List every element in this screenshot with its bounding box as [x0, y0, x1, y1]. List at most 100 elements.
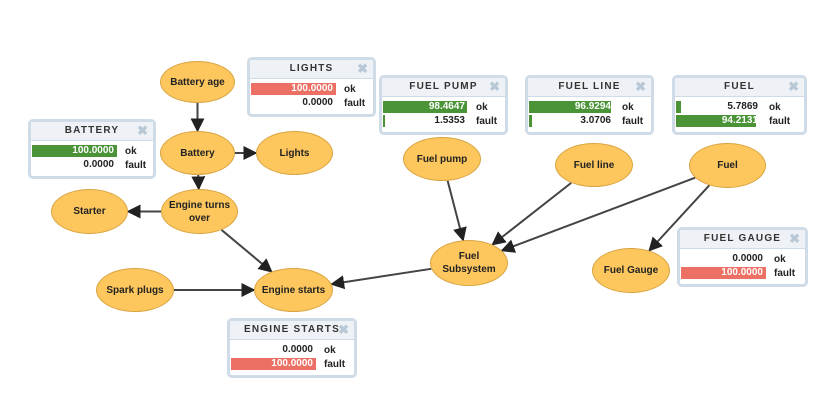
node-engine-starts[interactable]: Engine starts [254, 268, 333, 312]
state-label: fault [774, 267, 796, 279]
node-fuel-subsystem[interactable]: Fuel Subsystem [430, 240, 508, 286]
state-label: ok [622, 101, 634, 113]
node-label: Fuel line [573, 159, 615, 171]
probability-bar: 96.9294 [529, 101, 614, 113]
probability-bar: 0.0000 [231, 344, 316, 356]
probability-bar: 0.0000 [681, 253, 766, 265]
edge-fuel_pump-to-fuel_subsystem [446, 180, 467, 242]
probability-bar: 0.0000 [32, 159, 117, 171]
node-label: Engine turns over [168, 199, 231, 224]
close-icon[interactable]: ✖ [789, 231, 800, 246]
node-battery-age[interactable]: Battery age [160, 61, 235, 103]
node-label: Lights [279, 147, 310, 159]
node-engine-turns-over[interactable]: Engine turns over [161, 189, 238, 234]
close-icon[interactable]: ✖ [788, 79, 799, 94]
monitor-header[interactable]: BATTERY ✖ [31, 122, 153, 141]
probability-value: 0.0000 [302, 97, 333, 108]
state-row-ok[interactable]: 100.0000 ok [251, 82, 373, 96]
probability-bar: 3.0706 [529, 115, 614, 127]
state-row-fault[interactable]: 100.0000 fault [681, 266, 805, 280]
monitor-header[interactable]: LIGHTS ✖ [250, 60, 373, 79]
probability-bar-fill [676, 101, 681, 113]
state-label: ok [324, 344, 336, 356]
probability-bar: 1.5353 [383, 115, 468, 127]
probability-bar: 100.0000 [251, 83, 336, 95]
probability-bar-fill [529, 101, 612, 113]
node-fuel[interactable]: Fuel [689, 143, 766, 188]
node-fuel-line[interactable]: Fuel line [555, 143, 633, 187]
probability-bar: 94.2131 [676, 115, 761, 127]
state-row-ok[interactable]: 96.9294 ok [529, 100, 651, 114]
node-label: Battery [180, 147, 215, 159]
state-label: ok [125, 145, 137, 157]
probability-value: 96.9294 [574, 101, 611, 112]
monitor-header[interactable]: FUEL LINE ✖ [528, 78, 651, 97]
state-row-fault[interactable]: 1.5353 fault [383, 114, 505, 128]
node-starter[interactable]: Starter [51, 189, 128, 234]
probability-value: 94.2131 [721, 115, 758, 126]
probability-bar: 100.0000 [681, 267, 766, 279]
probability-bar-fill [231, 358, 316, 370]
monitor-title: BATTERY [64, 125, 120, 136]
probability-value: 0.0000 [732, 253, 763, 264]
monitor-title: FUEL LINE [558, 81, 621, 92]
state-label: fault [476, 115, 498, 127]
probability-value: 3.0706 [580, 115, 611, 126]
monitor-title: FUEL PUMP [409, 81, 478, 92]
close-icon[interactable]: ✖ [357, 61, 368, 76]
probability-value: 0.0000 [282, 344, 313, 355]
state-row-ok[interactable]: 0.0000 ok [231, 343, 354, 357]
node-label: Fuel [717, 160, 738, 171]
node-label: Fuel Gauge [603, 265, 659, 276]
node-fuel-pump[interactable]: Fuel pump [403, 137, 481, 181]
monitor-header[interactable]: ENGINE STARTS✖ [230, 321, 354, 340]
state-label: ok [476, 101, 488, 113]
state-label: ok [344, 83, 356, 95]
probability-bar-fill [32, 145, 117, 157]
edge-engine_turns_over-to-engine_starts [220, 229, 273, 273]
monitor-header[interactable]: FUEL GAUGE✖ [680, 230, 805, 249]
edge-fuel-to-fuel_gauge [648, 184, 711, 252]
probability-value: 100.0000 [291, 83, 333, 94]
node-lights[interactable]: Lights [256, 131, 333, 175]
monitor-title: LIGHTS [289, 63, 334, 74]
node-spark-plugs[interactable]: Spark plugs [96, 268, 174, 312]
monitor-header[interactable]: FUEL✖ [675, 78, 804, 97]
probability-value: 1.5353 [434, 115, 465, 126]
close-icon[interactable]: ✖ [137, 123, 148, 138]
probability-bar-fill [251, 83, 336, 95]
node-label: Starter [73, 206, 106, 217]
edge-fuel_subsystem-to-engine_starts [330, 267, 432, 290]
node-battery[interactable]: Battery [160, 131, 235, 175]
probability-bar-fill [383, 115, 386, 127]
node-fuel-gauge[interactable]: Fuel Gauge [592, 248, 670, 293]
probability-bar-fill [529, 115, 532, 127]
monitor-header[interactable]: FUEL PUMP ✖ [382, 78, 505, 97]
close-icon[interactable]: ✖ [489, 79, 500, 94]
close-icon[interactable]: ✖ [338, 322, 349, 337]
probability-value: 5.7869 [727, 101, 758, 112]
close-icon[interactable]: ✖ [635, 79, 646, 94]
